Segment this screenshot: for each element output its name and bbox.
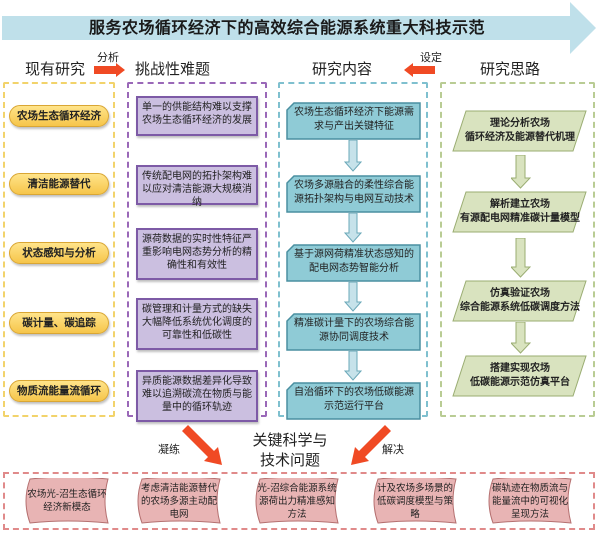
down-arrow-icon bbox=[344, 282, 362, 312]
key-issue-text: 计及农场多场景的低碳调度模型与策略 bbox=[376, 483, 453, 520]
key-issue-text: 碳轨迹在物质流与能量流中的可视化呈现方法 bbox=[491, 483, 568, 520]
header-research-approach: 研究思路 bbox=[480, 60, 541, 78]
down-arrow-icon bbox=[511, 238, 531, 278]
research-approach-line2: 综合能源系统低碳调度方法 bbox=[460, 302, 580, 313]
research-approach-column bbox=[440, 82, 595, 417]
left-arrow-icon bbox=[404, 63, 435, 77]
key-issue-box: 光-沼综合能源系统源荷出力精准感知方法 bbox=[252, 478, 342, 524]
research-content-box: 基于源网荷精准状态感知的配电网态势智能分析 bbox=[286, 244, 421, 282]
research-content-box: 农场多源融合的柔性综合能源拓扑架构与电网互动技术 bbox=[286, 175, 421, 213]
research-approach-line1: 理论分析农场 bbox=[490, 118, 550, 129]
key-issue-box: 碳轨迹在物质流与能量流中的可视化呈现方法 bbox=[485, 478, 575, 524]
existing-research-item: 清洁能源替代 bbox=[9, 173, 109, 195]
down-left-arrow-icon bbox=[351, 425, 391, 465]
condense-label: 凝练 bbox=[158, 443, 180, 456]
research-approach-text: 理论分析农场循环经济及能源替代机理 bbox=[458, 117, 582, 145]
header-existing-research: 现有研究 bbox=[25, 60, 86, 78]
solve-label: 解决 bbox=[382, 443, 404, 456]
research-approach-box: 解析建立农场有源配电网精准碳计量模型 bbox=[452, 191, 587, 233]
research-content-text: 自治循环下的农场低碳能源示范运行平台 bbox=[294, 387, 414, 412]
challenge-box: 单一的供能结构难以支撑农场生态循环经济的发展 bbox=[136, 96, 258, 136]
research-content-text: 基于源网荷精准状态感知的配电网态势智能分析 bbox=[294, 249, 414, 274]
header-challenges: 挑战性难题 bbox=[135, 60, 211, 78]
title-banner: 服务农场循环经济下的高效综合能源系统重大科技示范 bbox=[2, 0, 598, 58]
key-issues-frame bbox=[3, 472, 595, 530]
banner-arrow-icon bbox=[2, 2, 596, 54]
key-issue-box: 计及农场多场景的低碳调度模型与策略 bbox=[370, 478, 460, 524]
research-approach-line1: 搭建实现农场 bbox=[490, 363, 550, 374]
research-approach-box: 仿真验证农场综合能源系统低碳调度方法 bbox=[452, 280, 587, 322]
key-issue-text: 光-沼综合能源系统源荷出力精准感知方法 bbox=[257, 483, 337, 520]
research-approach-text: 解析建立农场有源配电网精准碳计量模型 bbox=[458, 198, 582, 226]
key-issues-title: 关键科学与 技术问题 bbox=[228, 430, 352, 470]
existing-research-item: 物质流能量流循环 bbox=[9, 380, 109, 402]
research-content-text: 农场多源融合的柔性综合能源拓扑架构与电网互动技术 bbox=[294, 180, 414, 205]
existing-research-item: 农场生态循环经济 bbox=[9, 105, 109, 127]
down-arrow-icon bbox=[344, 140, 362, 172]
right-arrow-icon bbox=[94, 63, 125, 77]
key-issue-box: 农场光-沼生态循环经济新模态 bbox=[22, 478, 112, 524]
challenge-box: 异质能源数据差异化导致难以追溯碳流在物质与能量中的循环轨迹 bbox=[136, 370, 258, 422]
challenge-box: 碳管理和计量方式的缺失大幅降低系统优化调度的可靠性和低碳性 bbox=[136, 298, 258, 350]
existing-research-column bbox=[3, 82, 115, 417]
research-approach-line2: 循环经济及能源替代机理 bbox=[465, 132, 575, 143]
existing-research-item: 碳计量、碳追踪 bbox=[9, 312, 109, 334]
down-arrow-icon bbox=[344, 213, 362, 243]
research-approach-line1: 仿真验证农场 bbox=[490, 288, 550, 299]
set-label: 设定 bbox=[420, 51, 442, 64]
down-arrow-icon bbox=[344, 351, 362, 381]
down-arrow-icon bbox=[511, 322, 531, 354]
analyze-label: 分析 bbox=[97, 51, 119, 64]
banner-title: 服务农场循环经济下的高效综合能源系统重大科技示范 bbox=[88, 18, 485, 37]
key-issues-title-line1: 关键科学与 bbox=[252, 431, 328, 449]
research-content-text: 精准碳计量下的农场综合能源协同调度技术 bbox=[294, 318, 414, 343]
research-approach-text: 仿真验证农场综合能源系统低碳调度方法 bbox=[458, 287, 582, 315]
research-content-box: 自治循环下的农场低碳能源示范运行平台 bbox=[286, 382, 421, 420]
down-right-arrow-icon bbox=[182, 425, 222, 465]
existing-research-item: 状态感知与分析 bbox=[9, 242, 109, 264]
research-approach-line2: 低碳能源示范仿真平台 bbox=[470, 377, 570, 388]
down-arrow-icon bbox=[511, 155, 531, 189]
research-approach-box: 搭建实现农场低碳能源示范仿真平台 bbox=[452, 355, 587, 397]
research-content-box: 农场生态循环经济下能源需求与产出关键特征 bbox=[286, 102, 421, 140]
header-research-content: 研究内容 bbox=[312, 60, 373, 78]
research-approach-box: 理论分析农场循环经济及能源替代机理 bbox=[452, 110, 587, 152]
research-approach-text: 搭建实现农场低碳能源示范仿真平台 bbox=[458, 362, 582, 390]
challenge-box: 传统配电网的拓扑架构难以应对清洁能源大规模消纳 bbox=[136, 165, 258, 208]
key-issue-text: 农场光-沼生态循环经济新模态 bbox=[27, 489, 107, 513]
research-content-text: 农场生态循环经济下能源需求与产出关键特征 bbox=[294, 107, 414, 132]
challenge-box: 源荷数据的实时性特征严重影响电网态势分析的精确性和有效性 bbox=[136, 228, 258, 280]
key-issue-text: 考虑清洁能源替代的农场多源主动配电网 bbox=[140, 483, 217, 520]
research-content-box: 精准碳计量下的农场综合能源协同调度技术 bbox=[286, 313, 421, 351]
key-issue-box: 考虑清洁能源替代的农场多源主动配电网 bbox=[134, 478, 224, 524]
key-issues-title-line2: 技术问题 bbox=[259, 451, 320, 469]
research-approach-line2: 有源配电网精准碳计量模型 bbox=[460, 213, 580, 224]
research-approach-line1: 解析建立农场 bbox=[490, 199, 550, 210]
